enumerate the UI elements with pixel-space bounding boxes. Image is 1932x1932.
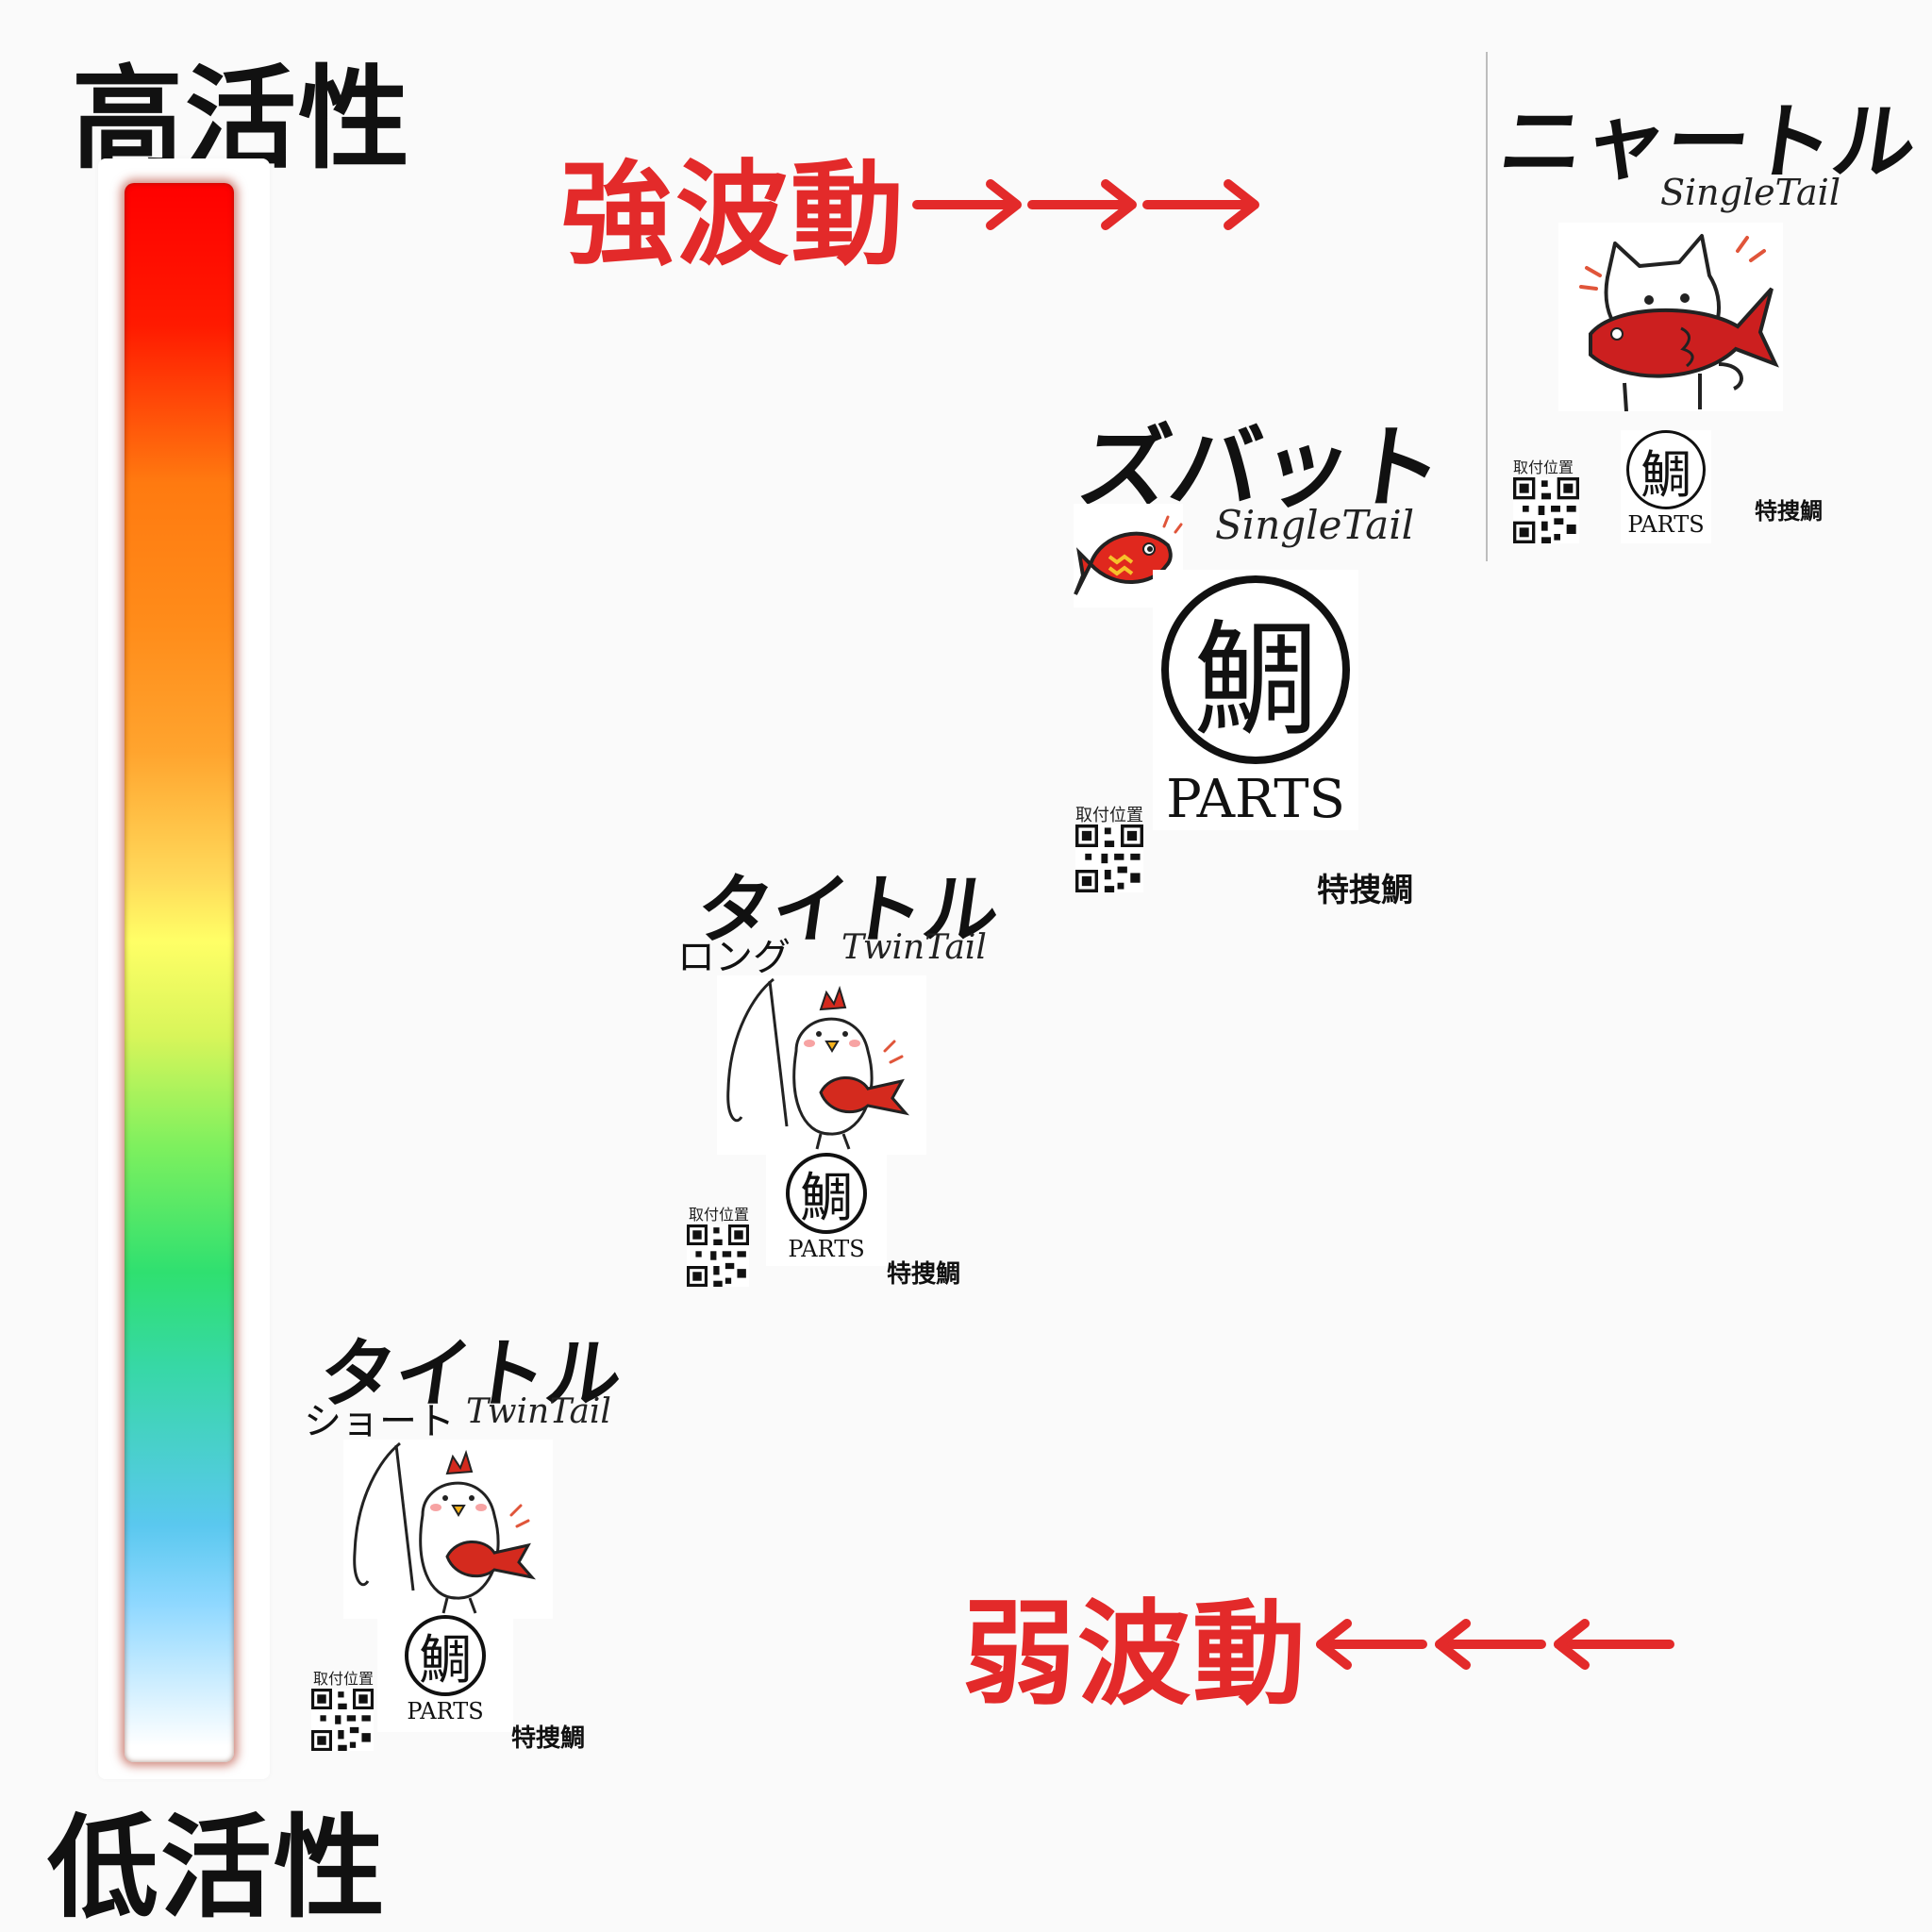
chicken-fishing-icon [343, 1440, 553, 1619]
brand-label: 特捜鯛 [511, 1724, 586, 1753]
sea-bream-icon [1074, 504, 1183, 608]
activity-gradient-bar [125, 183, 234, 1762]
weak-wave-group: 弱波動 ←←← [962, 1562, 1679, 1726]
divider-line [1486, 52, 1488, 561]
product-subtitle: ショート [304, 1400, 455, 1443]
emblem-kanji: 鯛 [1161, 575, 1350, 764]
emblem-kanji: 鯛 [405, 1615, 486, 1696]
tai-parts-emblem: 鯛 PARTS [1153, 570, 1358, 830]
product-subtitle: ロング [677, 936, 791, 979]
qr-caption: 取付位置 [1075, 806, 1143, 825]
qr-caption: 取付位置 [689, 1206, 750, 1224]
emblem-parts-text: PARTS [1627, 511, 1705, 538]
tail-type-label: SingleTail [1660, 172, 1840, 213]
brand-label: 特捜鯛 [1317, 872, 1413, 909]
left-arrows-icon [1316, 1619, 1674, 1670]
qr-caption: 取付位置 [1513, 458, 1574, 476]
brand-label: 特捜鯛 [1755, 498, 1823, 525]
qr-code-icon[interactable] [1513, 477, 1579, 543]
emblem-kanji: 鯛 [1626, 430, 1706, 509]
strong-wave-group: 強波動 →→→ [560, 123, 1270, 287]
tai-parts-emblem: 鯛 PARTS [1621, 430, 1711, 543]
tai-parts-emblem: 鯛 PARTS [377, 1615, 513, 1732]
emblem-kanji: 鯛 [786, 1153, 867, 1234]
brand-label: 特捜鯛 [887, 1260, 961, 1289]
tai-parts-emblem: 鯛 PARTS [766, 1153, 887, 1266]
tail-type-label: TwinTail [841, 928, 987, 967]
qr-code-icon[interactable] [1075, 824, 1143, 892]
cat-holding-sea-bream-icon [1558, 223, 1783, 412]
weak-wave-label: 弱波動 [962, 1590, 1307, 1721]
qr-caption: 取付位置 [313, 1670, 375, 1688]
right-arrows-icon [912, 179, 1259, 230]
emblem-parts-text: PARTS [1166, 769, 1345, 830]
qr-code-icon[interactable] [311, 1689, 374, 1751]
strong-wave-label: 強波動 [560, 150, 906, 281]
low-activity-label: 低活性 [47, 1803, 388, 1932]
tail-type-label: TwinTail [466, 1392, 611, 1431]
tail-type-label: SingleTail [1215, 502, 1415, 548]
emblem-parts-text: PARTS [788, 1236, 865, 1262]
qr-code-icon[interactable] [687, 1224, 749, 1287]
emblem-parts-text: PARTS [407, 1698, 484, 1724]
chicken-fishing-icon [717, 975, 926, 1155]
